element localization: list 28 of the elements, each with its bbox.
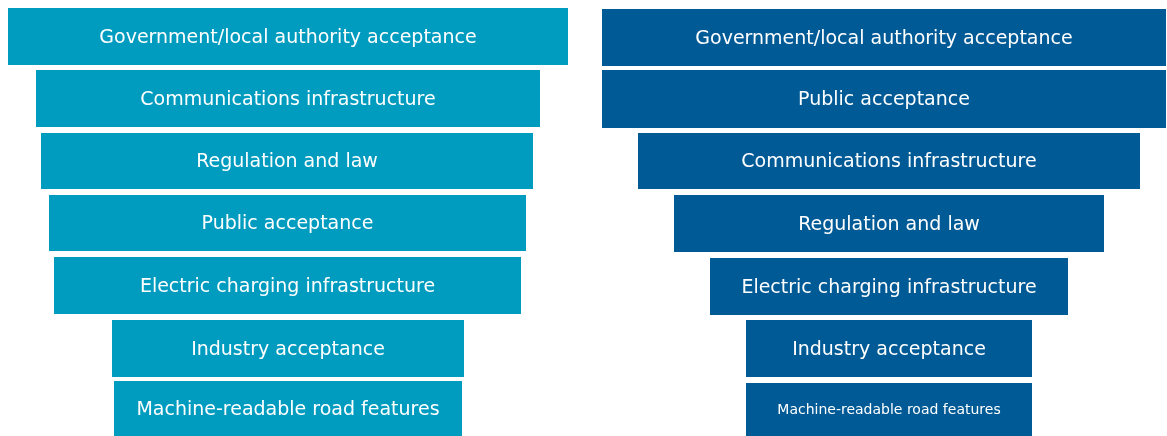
bar-label: Electric charging infrastructure xyxy=(139,274,436,297)
bar-label: Industry acceptance xyxy=(792,337,986,360)
bar-label: Regulation and law xyxy=(196,150,378,172)
bar-label: Communications infrastructure xyxy=(741,150,1037,172)
funnel-bar xyxy=(638,133,1140,189)
funnel-bar xyxy=(602,9,1166,66)
funnel-bar xyxy=(710,258,1068,315)
funnel-bar xyxy=(36,70,540,127)
bar-label: Regulation and law xyxy=(798,212,980,235)
bar-label: Public acceptance xyxy=(798,88,970,110)
funnel-bar xyxy=(8,8,568,65)
funnel-bar xyxy=(602,70,1166,128)
bar-label: Communications infrastructure xyxy=(140,87,436,110)
bar-label: Public acceptance xyxy=(201,212,374,234)
funnel-bar xyxy=(114,381,462,436)
funnel-bar xyxy=(746,320,1032,377)
funnel-bar xyxy=(746,383,1032,436)
funnel-bar xyxy=(112,320,464,377)
bar-label: Government/local authority acceptance xyxy=(695,26,1073,49)
bar-label: Machine-readable road features xyxy=(777,401,1001,418)
bar-label: Electric charging infrastructure xyxy=(741,275,1037,298)
funnel-bar xyxy=(54,257,521,314)
bar-label: Machine-readable road features xyxy=(136,397,440,420)
funnel-bar xyxy=(49,195,526,251)
bar-label: Industry acceptance xyxy=(191,337,385,360)
funnel-bar xyxy=(674,195,1104,252)
funnel-bar xyxy=(41,133,533,189)
bar-label: Government/local authority acceptance xyxy=(99,25,477,48)
